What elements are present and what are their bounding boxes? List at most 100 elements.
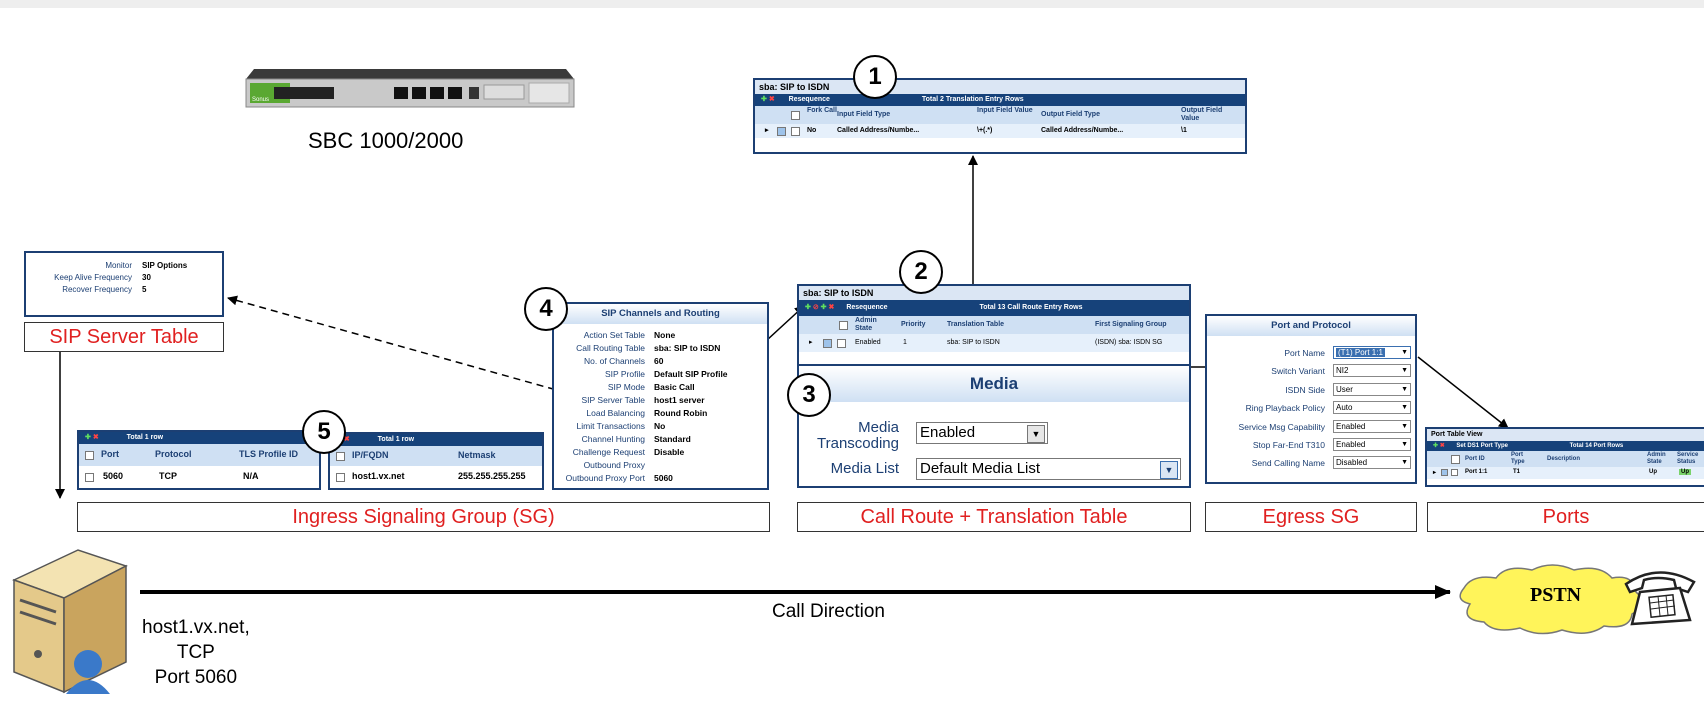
port-protocol-title: Port and Protocol [1207, 316, 1415, 336]
port-protocol-value: Enabled [1336, 421, 1366, 431]
chevron-down-icon[interactable]: ▼ [1401, 404, 1408, 412]
select-all-checkbox[interactable] [791, 111, 800, 120]
header-input-field-type: Input Field Type [837, 111, 891, 118]
translation-table-window: sba: SIP to ISDN ✚ ✖ Resequence Total 2 … [753, 78, 1247, 154]
resequence-button[interactable]: Resequence [788, 96, 830, 103]
sip-channel-label: Load Balancing [586, 408, 645, 418]
sip-channel-label: Channel Hunting [581, 434, 645, 444]
port-protocol-select[interactable]: Enabled ▼ [1333, 419, 1411, 433]
resequence-button[interactable]: Resequence [846, 304, 888, 311]
row-checkbox[interactable] [85, 473, 94, 483]
port-protocol-value: Enabled [1336, 440, 1366, 449]
table-row[interactable]: 5060 TCP N/A [79, 466, 319, 486]
call-route-total: Total 13 Call Route Entry Rows [979, 304, 1083, 311]
federated-ips-total: Total 1 row [377, 436, 415, 443]
media-transcoding-select[interactable]: Enabled ▼ [916, 422, 1048, 444]
sip-channel-label: Challenge Request [572, 447, 645, 457]
table-row[interactable]: ▸ No Called Address/Numbe... \+(.*) Call… [755, 124, 1245, 138]
step-3-circle: 3 [787, 373, 831, 417]
add-icon[interactable]: ✚ [85, 434, 91, 441]
sip-channel-label: Call Routing Table [576, 343, 645, 353]
port-protocol-select[interactable]: (T1) Port 1:1▼ [1333, 346, 1411, 359]
ports-header: Port ID Port Type Description Admin Stat… [1427, 451, 1704, 467]
port-protocol-select[interactable]: Auto▼ [1333, 401, 1411, 415]
chevron-down-icon[interactable]: ▼ [1401, 422, 1408, 430]
header-admin-state: Admin State [1647, 452, 1666, 465]
translation-header: Fork Call Input Field Type Input Field V… [755, 106, 1245, 124]
header-port-id: Port ID [1465, 456, 1485, 462]
device-brand: Sonus [252, 97, 270, 103]
header-fork-call: Fork Call [807, 107, 837, 114]
delete-icon[interactable]: ✖ [828, 304, 835, 311]
port-protocol-select[interactable]: Enabled ▼ [1333, 438, 1411, 451]
delete-icon[interactable]: ✖ [343, 436, 350, 443]
header-protocol: Protocol [155, 449, 192, 459]
chevron-down-icon[interactable]: ▼ [1401, 459, 1408, 467]
chevron-down-icon[interactable]: ▼ [1401, 349, 1408, 356]
chevron-down-icon[interactable]: ▼ [1401, 385, 1408, 393]
table-row[interactable]: ▸ Enabled 1 sba: SIP to ISDN (ISDN) sba:… [799, 334, 1189, 352]
port-protocol-value: Disabled [1336, 458, 1368, 468]
sip-channel-value: Round Robin [654, 408, 708, 418]
edit-icon[interactable] [823, 339, 832, 348]
sip-channel-value: host1 server [654, 395, 705, 405]
sip-channel-label: Limit Transactions [576, 421, 646, 431]
select-all-checkbox[interactable] [839, 321, 848, 330]
call-route-header: Admin State Priority Translation Table F… [799, 316, 1189, 334]
add-icon[interactable]: ✚ [1433, 443, 1439, 449]
federated-ips-header: IP/FQDN Netmask [330, 446, 542, 466]
add-icon[interactable]: ✚ [805, 304, 811, 311]
media-list-select[interactable]: Default Media List ▼ [916, 458, 1181, 480]
row-checkbox[interactable] [837, 339, 846, 348]
move-icon[interactable]: ✚ [820, 304, 827, 311]
expand-icon[interactable]: ▸ [809, 339, 813, 346]
cell-service-status: Up [1679, 469, 1691, 475]
port-protocol-select[interactable]: User ▼ [1333, 382, 1411, 396]
chevron-down-icon[interactable]: ▼ [1160, 461, 1178, 479]
sip-server-value-recover: 5 [142, 285, 147, 294]
row-checkbox[interactable] [1451, 469, 1458, 476]
port-protocol-select[interactable]: Disabled ▼ [1333, 456, 1411, 470]
step-2-circle: 2 [899, 250, 943, 294]
table-row[interactable]: ▸ Port 1:1 T1 Up Up [1427, 467, 1704, 479]
pstn-cloud: PSTN [1450, 560, 1704, 638]
sip-channel-value: 5060 [654, 473, 673, 483]
arrow-dashed-sip-server [227, 295, 579, 397]
expand-icon[interactable]: ▸ [765, 127, 769, 134]
table-row[interactable]: host1.vx.net 255.255.255.255 [330, 466, 542, 486]
row-checkbox[interactable] [791, 127, 800, 136]
port-protocol-value: User [1336, 384, 1353, 394]
select-all-checkbox[interactable] [1451, 455, 1460, 464]
delete-icon[interactable]: ✖ [768, 96, 775, 103]
port-protocol-select[interactable]: NI2▼ [1333, 364, 1411, 378]
sip-channels-panel: SIP Channels and Routing Action Set Tabl… [552, 302, 769, 490]
header-description: Description [1547, 456, 1581, 462]
host-line-2: TCP [176, 642, 215, 663]
edit-icon[interactable] [1441, 469, 1448, 476]
chevron-down-icon[interactable]: ▼ [1401, 441, 1408, 448]
set-port-type-button[interactable]: Set DS1 Port Type [1456, 443, 1508, 449]
sip-channel-value: 60 [654, 356, 664, 366]
media-panel-title: Media [799, 366, 1189, 402]
cell-first-signaling-group: (ISDN) sba: ISDN SG [1095, 339, 1163, 346]
header-priority: Priority [901, 321, 926, 328]
chevron-down-icon[interactable]: ▼ [1401, 367, 1408, 375]
delete-icon[interactable]: ✖ [92, 434, 99, 441]
sip-channel-value: None [654, 330, 676, 340]
arrow-to-ports [1417, 356, 1509, 429]
expand-icon[interactable]: ▸ [1433, 470, 1437, 476]
header-ip-fqdn: IP/FQDN [352, 450, 389, 460]
select-all-checkbox[interactable] [336, 452, 345, 462]
ports-window-title: Port Table View [1427, 429, 1704, 441]
call-direction-label: Call Direction [772, 601, 885, 622]
delete-icon[interactable]: ✖ [1439, 443, 1445, 449]
sip-server-label-monitor: Monitor [105, 261, 132, 270]
select-all-checkbox[interactable] [85, 451, 94, 461]
pstn-label: PSTN [1530, 584, 1582, 606]
edit-icon[interactable] [777, 127, 786, 136]
block-icon[interactable]: ⊘ [812, 304, 819, 311]
row-checkbox[interactable] [336, 473, 345, 483]
add-icon[interactable]: ✚ [761, 96, 767, 103]
cell-ip-fqdn: host1.vx.net [352, 471, 405, 481]
chevron-down-icon[interactable]: ▼ [1027, 425, 1045, 443]
